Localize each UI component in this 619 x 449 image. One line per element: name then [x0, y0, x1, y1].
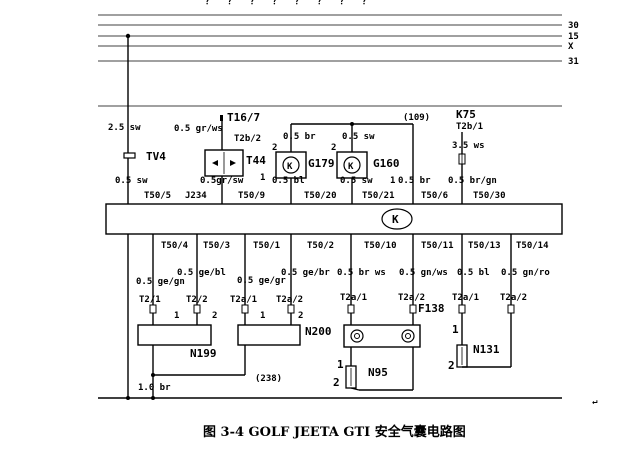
- t44-symbol: [204, 149, 244, 177]
- rail-label-31: 31: [568, 57, 579, 67]
- bottom-pin-t50-13: T50/13: [468, 241, 501, 251]
- pin-two-n199: 2: [212, 311, 217, 321]
- pin-one-n131: 1: [452, 323, 459, 336]
- wire-label-g179-top: 0.5 br: [283, 132, 316, 142]
- n95-label: N95: [368, 366, 388, 379]
- top-pin-t50-20: T50/20: [304, 191, 337, 201]
- g160-sensor-symbol: K: [336, 151, 368, 179]
- power-rails: [98, 14, 562, 107]
- f138-clock-spring-symbol: [343, 324, 421, 348]
- k75-label: K75: [456, 108, 476, 121]
- n200-label: N200: [305, 325, 332, 338]
- n199-t2-1-label: T2/1: [139, 295, 161, 305]
- g179-sensor-symbol: K: [275, 151, 307, 179]
- top-pin-t50-6: T50/6: [421, 191, 448, 201]
- fuse-tv4-symbol: [123, 152, 136, 159]
- wire-label-t44-top: 0.5 gr/ws: [174, 124, 223, 134]
- pin-one-n200: 1: [260, 311, 265, 321]
- control-unit-symbol: K: [392, 213, 399, 226]
- wire-label-p14: 0.5 gn/ro: [501, 268, 550, 278]
- n199-label: N199: [190, 347, 217, 360]
- wire-label-p11: 0.5 gn/ws: [399, 268, 448, 278]
- top-pin-t50-21: T50/21: [362, 191, 395, 201]
- junction-238-label: (238): [255, 374, 282, 384]
- t2b-2-label: T2b/2: [234, 134, 261, 144]
- top-title: ？ ？ ？ ？ ？ ？ ？ ？: [205, 0, 375, 7]
- t44-label: T44: [246, 154, 266, 167]
- wire-label-g160-top: 0.5 sw: [342, 132, 375, 142]
- figure-caption: 图 3-4 GOLF JEETA GTI 安全气囊电路图: [203, 424, 466, 440]
- pin-two-g160: 2: [331, 143, 336, 153]
- control-unit-j234: [105, 203, 563, 235]
- wire-label-ground: 1.0 br: [138, 383, 171, 393]
- bottom-pin-t50-3: T50/3: [203, 241, 230, 251]
- rail-label-x: X: [568, 42, 574, 52]
- wire-label-p3: 0.5 ge/bl: [177, 268, 226, 278]
- wire-label-p1: 0.5 ge/gr: [237, 276, 286, 286]
- pin-two-n131: 2: [448, 359, 455, 372]
- g179-label: G179: [308, 157, 335, 170]
- n95-airbag-symbol: [345, 365, 357, 389]
- bottom-pin-t50-4: T50/4: [161, 241, 189, 251]
- n131-label: N131: [473, 343, 500, 356]
- wire-label-t44-bottom: 0.5gr/sw: [200, 176, 244, 186]
- t2b-1-label: T2b/1: [456, 122, 483, 132]
- n131-t2a-2-label: T2a/2: [500, 293, 527, 303]
- connector-marks: [149, 304, 515, 314]
- wire-label-g179-bottom: 0.5 bl: [272, 176, 305, 186]
- junction-109-label: (109): [403, 113, 430, 123]
- n200-t2a-1-label: T2a/1: [230, 295, 257, 305]
- top-pin-t50-5: T50/5: [144, 191, 171, 201]
- bottom-pin-t50-1: T50/1: [253, 241, 280, 251]
- wire-label-p10: 0.5 br ws: [337, 268, 386, 278]
- pin-one-g160: 1: [390, 176, 395, 186]
- pin-two-n200: 2: [298, 311, 303, 321]
- g160-label: G160: [373, 157, 400, 170]
- top-pin-t50-30: T50/30: [473, 191, 506, 201]
- wire-label-p2: 0.5 ge/br: [281, 268, 330, 278]
- wire-label-p4: 0.5 ge/gn: [136, 277, 185, 287]
- bottom-pin-t50-11: T50/11: [421, 241, 454, 251]
- n199-t2-2-label: T2/2: [186, 295, 208, 305]
- pin-one-n95: 1: [337, 358, 344, 371]
- n200-t2a-2-label: T2a/2: [276, 295, 303, 305]
- f138-label: F138: [418, 302, 445, 315]
- svg-text:K: K: [287, 162, 293, 172]
- pin-two-n95: 2: [333, 376, 340, 389]
- return-mark: ↵: [592, 397, 598, 407]
- pin-two-g179: 2: [272, 143, 277, 153]
- j234-label: J234: [185, 191, 207, 201]
- n199-box: [137, 324, 212, 346]
- wire-label-main-lower: 0.5 sw: [115, 176, 148, 186]
- wire-label-junction-bottom: 0.5 br: [398, 176, 431, 186]
- n200-box: [237, 324, 301, 346]
- wire-label-g160-bottom: 0.5 sw: [340, 176, 373, 186]
- n131-t2a-1-label: T2a/1: [452, 293, 479, 303]
- svg-text:K: K: [348, 162, 354, 172]
- bottom-pin-t50-14: T50/14: [516, 241, 549, 251]
- top-pin-t50-9: T50/9: [238, 191, 265, 201]
- wire-label-p13: 0.5 bl: [457, 268, 490, 278]
- tv4-label: TV4: [146, 150, 166, 163]
- t16-7-label: T16/7: [227, 111, 260, 124]
- pin-one-t44: 1: [260, 173, 265, 183]
- wire-label-main-feed: 2.5 sw: [108, 123, 141, 133]
- pin-one-n199: 1: [174, 311, 179, 321]
- rail-label-15: 15: [568, 32, 579, 42]
- f138-t2a-1-label: T2a/1: [340, 293, 367, 303]
- wire-label-k75-top: 3.5 ws: [452, 141, 485, 151]
- wire-label-k75-bottom: 0.5 br/gn: [448, 176, 497, 186]
- bottom-pin-t50-2: T50/2: [307, 241, 334, 251]
- n131-airbag-symbol: [456, 344, 468, 368]
- rail-label-30: 30: [568, 21, 579, 31]
- bottom-pin-t50-10: T50/10: [364, 241, 397, 251]
- f138-t2a-2-label: T2a/2: [398, 293, 425, 303]
